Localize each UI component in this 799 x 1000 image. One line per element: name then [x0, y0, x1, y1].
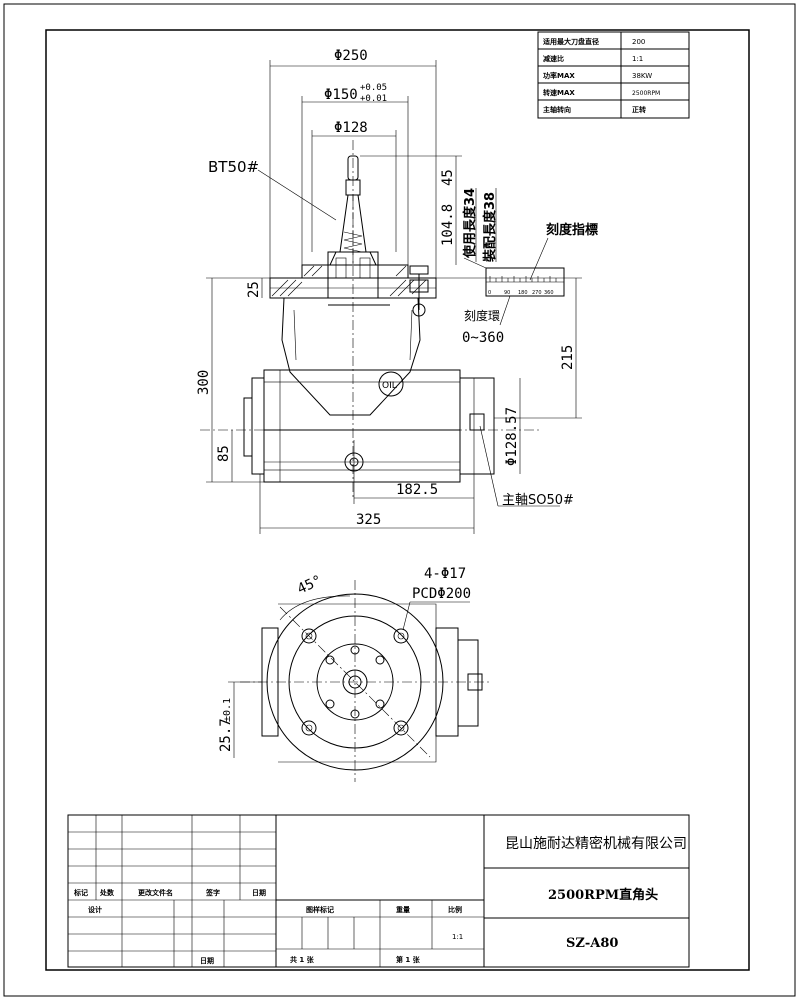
spec-table: 适用最大刀盘直径 200 减速比 1:1 功率MAX 38KW 转速MAX 25…	[537, 31, 690, 119]
tb-company: 昆山施耐达精密机械有限公司	[505, 835, 687, 852]
scale-tick-0: 0	[488, 290, 491, 296]
front-dimensions: Φ250 Φ150 +0.05 +0.01 Φ128 45 104.8 使用長度…	[196, 48, 582, 534]
spec-label-3: 转速MAX	[543, 88, 575, 97]
tb-header-sign: 签字	[205, 888, 220, 897]
bottom-view: 45° 4-Φ17 PCDΦ200 25.7 ±0.1	[218, 566, 490, 782]
title-block: 标记 处数 更改文件名 签字 日期 设计 日期 图样标记 重量 比例 1:1 共…	[67, 814, 690, 968]
oil-plug-icon	[378, 371, 404, 397]
tb-weight: 重量	[396, 905, 410, 914]
bt50-label: BT50#	[208, 158, 259, 176]
assembly-length-label: 裝配長度38	[482, 192, 498, 263]
tb-header-mark: 标记	[73, 888, 88, 897]
tb-design: 设计	[88, 905, 102, 914]
scale-tick-270: 270	[532, 290, 542, 296]
dim-h45: 45	[440, 169, 456, 186]
dim-h104: 104.8	[440, 204, 456, 246]
tb-total-sheets: 共 1 张	[290, 955, 315, 964]
dim-bolts: 4-Φ17	[424, 566, 466, 582]
tb-date: 日期	[200, 956, 214, 965]
inner-border	[45, 29, 750, 971]
dim-pcd: PCDΦ200	[412, 586, 471, 602]
spec-value-1: 1:1	[632, 55, 643, 63]
dim-w1825: 182.5	[396, 482, 438, 498]
dim-h25: 25	[246, 281, 262, 298]
spec-value-0: 200	[632, 38, 645, 46]
spec-label-2: 功率MAX	[543, 71, 575, 80]
dim-d12857: Φ128.57	[504, 407, 520, 466]
use-length-label: 使用長度34	[462, 188, 478, 259]
dim-angle45: 45°	[295, 572, 325, 597]
spindle-label: 主軸SO50#	[502, 493, 574, 508]
front-view: OIL	[200, 140, 540, 500]
tb-ratio-label: 比例	[448, 905, 462, 914]
oil-label: OIL	[382, 381, 397, 391]
dim-d250: Φ250	[334, 48, 368, 64]
dim-h85: 85	[216, 445, 232, 462]
tb-header-file: 更改文件名	[138, 888, 173, 897]
scale-pointer-label: 刻度指標	[546, 222, 598, 238]
dim-h300: 300	[196, 370, 212, 395]
tb-drawing-no: SZ-A80	[566, 936, 618, 951]
outer-border	[3, 3, 796, 997]
spec-value-4: 正转	[632, 105, 646, 114]
scale-tick-180: 180	[518, 290, 528, 296]
tb-ratio: 1:1	[452, 933, 463, 941]
dim-d150-tol-plus: +0.05	[360, 83, 387, 93]
scale-range-label: 0~360	[462, 330, 504, 346]
dim-h257: 25.7	[218, 718, 234, 752]
tb-header-count: 处数	[99, 888, 115, 897]
spec-value-2: 38KW	[632, 72, 652, 80]
dim-d128: Φ128	[334, 120, 368, 136]
scale-ring-label: 刻度環	[464, 308, 500, 323]
tb-sheet-no: 第 1 张	[396, 955, 421, 964]
dim-d150-tol-minus: +0.01	[360, 94, 387, 104]
tb-stage-mark: 图样标记	[306, 905, 334, 914]
tb-product: 2500RPM直角头	[548, 887, 658, 903]
spec-label-1: 减速比	[543, 54, 564, 63]
dim-w325: 325	[356, 512, 381, 528]
spec-label-4: 主轴转向	[543, 105, 571, 114]
dim-h257-tol: ±0.1	[222, 698, 233, 722]
spec-label-0: 适用最大刀盘直径	[543, 37, 599, 46]
spec-value-3: 2500RPM	[632, 90, 660, 97]
scale-tick-90: 90	[504, 290, 510, 296]
dim-h215: 215	[560, 345, 576, 370]
dim-d150: Φ150	[324, 87, 358, 103]
front-labels: BT50# 刻度指標 0 90 180 270 360 刻度環 0~360 主軸…	[208, 158, 598, 508]
tb-header-date: 日期	[252, 888, 266, 897]
scale-tick-360: 360	[544, 290, 554, 296]
